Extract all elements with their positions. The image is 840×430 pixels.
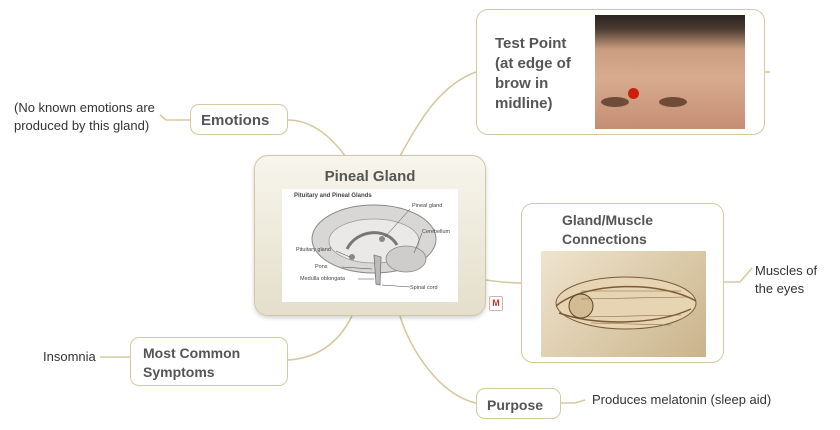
connector-test-point [399,71,477,157]
node-emotions[interactable]: Emotions [190,104,288,135]
node-most-common-symptoms[interactable]: Most Common Symptoms [130,337,288,386]
brow-marker [628,88,639,99]
central-node-pineal-gland[interactable]: Pineal Gland Pituitary and Pineal Glands… [254,155,486,316]
brain-label-medulla: Medulla oblongata [300,276,345,282]
face-photo [595,15,745,129]
symptoms-title: Most Common Symptoms [143,345,241,380]
brain-illustration [311,204,437,288]
connector-gland-muscle [485,279,522,284]
right-eye [659,97,687,107]
brain-label-pituitary: Pituitary gland [296,247,331,253]
connector-purpose [399,315,477,404]
brain-diagram-image: Pituitary and Pineal Glands Pineal gland… [282,189,458,302]
connector-emotions [287,119,346,157]
brain-image-heading: Pituitary and Pineal Glands [294,193,372,199]
brain-label-pons: Pons [315,264,328,270]
node-test-point[interactable]: Test Point (at edge of brow in midline) [476,9,765,135]
purpose-title: Purpose [487,397,544,413]
symptoms-note: Insomnia [43,349,96,364]
brain-label-cerebellum: Cerebellum [422,229,451,235]
node-gland-muscle[interactable]: Gland/Muscle Connections [521,203,724,363]
emotions-title: Emotions [201,112,270,129]
mindmap-attachment-icon[interactable]: M [489,296,503,311]
test-point-title: Test Point (at edge of brow in midline) [495,35,571,112]
gland-muscle-title: Gland/Muscle Connections [562,212,654,247]
purpose-note: Produces melatonin (sleep aid) [592,392,772,407]
emotions-note: (No known emotions are produced by this … [14,100,155,133]
gland-muscle-note: Muscles of the eyes [755,263,818,296]
node-purpose[interactable]: Purpose [476,388,561,419]
brain-label-pineal: Pineal gland [412,203,443,209]
eye-muscle-image [541,251,706,357]
central-title: Pineal Gland [324,168,416,185]
connector-purpose-note [561,399,586,404]
eye-muscle-illustration [555,276,697,330]
brain-label-spinal: Spinal cord [410,285,438,291]
left-eye [601,97,629,107]
connector-symptoms [287,315,353,361]
connector-gland-muscle-note [724,267,753,283]
connector-emotions-note [159,114,190,121]
